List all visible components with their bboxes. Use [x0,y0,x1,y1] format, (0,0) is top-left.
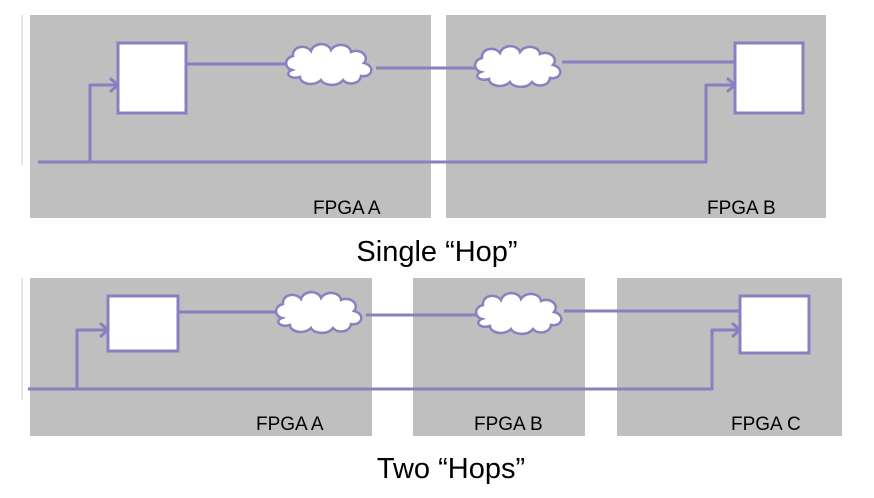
register-block-c [738,294,811,355]
two-hops-input-wire-a [75,328,108,389]
fpga-label: FPGA A [256,414,324,435]
two-hops-caption: Two “Hops” [377,453,525,485]
single-hop-panel: FPGA A FPGA B [21,15,826,219]
two-hops-panel: FPGA A FPGA B FPGA C [21,278,842,436]
fpga-label: FPGA C [731,414,801,435]
single-hop-fpga-a [30,15,431,218]
fpga-label: FPGA B [474,414,543,435]
single-hop-caption: Single “Hop” [356,236,517,268]
two-hops-bottom-wire [28,328,740,391]
fpga-label: FPGA B [707,198,776,219]
register-block-b [733,41,805,115]
single-hop-input-wire-a [88,83,118,162]
single-hop-bottom-wire [38,83,735,164]
fpga-label: FPGA A [313,198,381,219]
register-block-a [106,294,180,353]
register-block-a [116,41,188,115]
